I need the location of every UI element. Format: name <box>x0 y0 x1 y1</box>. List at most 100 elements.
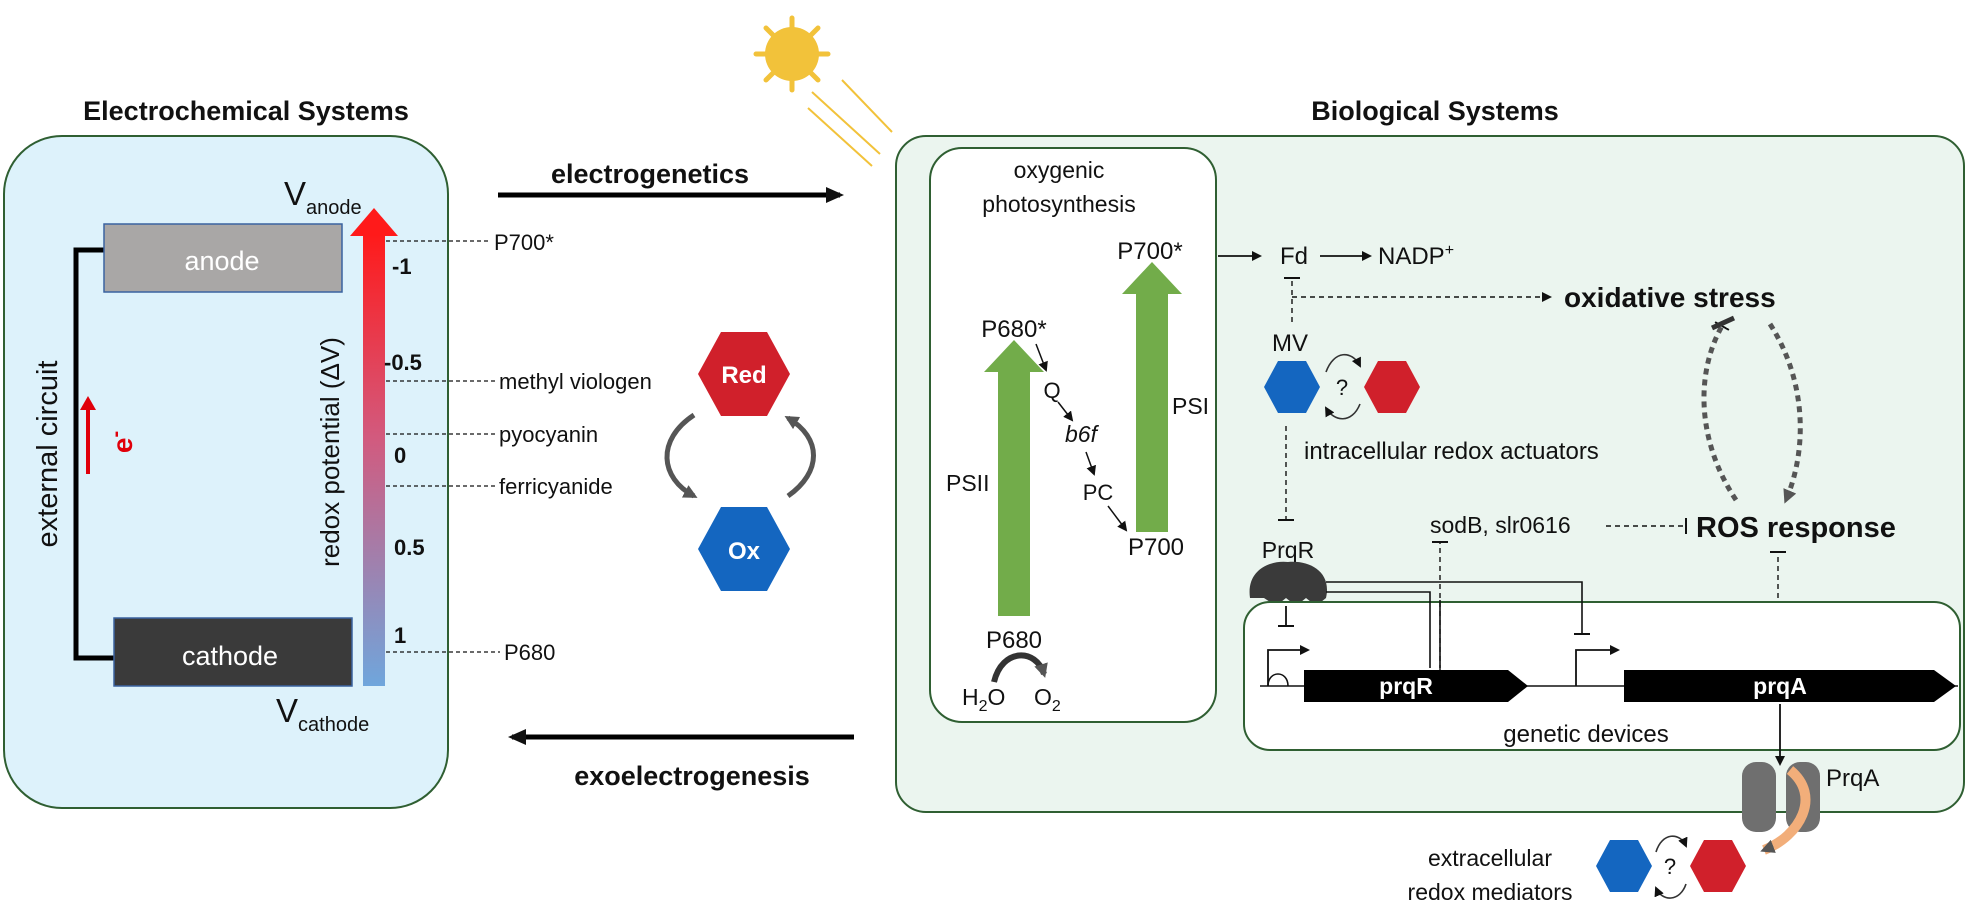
mv-label: MV <box>1272 330 1308 357</box>
external-circuit-wire <box>73 247 114 661</box>
genetic-devices-label: genetic devices <box>1503 721 1668 748</box>
chain-arrow-4 <box>1107 505 1128 532</box>
gene-prqr <box>1304 670 1528 702</box>
ros-inhibit-stress <box>1701 321 1739 502</box>
water-o: O <box>988 684 1006 710</box>
prqa-transporter-icon <box>1742 762 1820 855</box>
electron-e: e <box>107 438 138 454</box>
tick-0: 0 <box>394 443 406 468</box>
exoelectrogenesis-label: exoelectrogenesis <box>574 761 810 791</box>
mv-cycle-top <box>1325 353 1361 373</box>
oxidative-stress-label: oxidative stress <box>1564 282 1776 313</box>
extracellular-label-1: extracellular <box>1428 845 1552 871</box>
level-p680: P680 <box>504 640 555 665</box>
ext-cycle-top <box>1655 835 1688 853</box>
title-electrochemical: Electrochemical Systems <box>83 96 409 126</box>
level-methyl-viologen: methyl viologen <box>499 369 652 394</box>
extracellular-red-hexagon <box>1690 840 1746 892</box>
prqa-protein-label: PrqA <box>1826 765 1879 792</box>
p680-label: P680 <box>986 627 1042 654</box>
psii-label: PSII <box>946 470 989 496</box>
electron-charge: - <box>105 431 127 438</box>
v-cathode-label: Vcathode <box>276 692 369 736</box>
prqr-protein-icon <box>1249 561 1328 606</box>
fd-label: Fd <box>1280 243 1308 270</box>
mv-cycle-bottom <box>1325 403 1361 420</box>
water-h-sub: 2 <box>979 698 988 715</box>
redox-bar-arrowhead <box>350 208 398 236</box>
v-cathode-v: V <box>276 692 298 729</box>
v-anode-v: V <box>284 175 306 212</box>
oxygen-sub: 2 <box>1052 698 1061 715</box>
mv-blue-hexagon <box>1264 361 1320 413</box>
level-p700star: P700* <box>494 230 554 255</box>
mv-red-hexagon <box>1364 361 1420 413</box>
tick-neg05: -0.5 <box>384 350 422 375</box>
extracellular-blue-hexagon <box>1596 840 1652 892</box>
chain-arrow-3 <box>1085 451 1096 476</box>
gene-prqr-label: prqR <box>1379 673 1433 699</box>
genetic-devices-box <box>1243 601 1961 751</box>
p700-star-label: P700* <box>1117 238 1182 265</box>
cycle-arrow-left <box>664 412 698 499</box>
nadp-text: NADP <box>1378 243 1445 270</box>
p700-label: P700 <box>1128 534 1184 561</box>
tick-05: 0.5 <box>394 535 425 560</box>
gene-prqa-label: prqA <box>1753 673 1807 699</box>
electrogenetics-label: electrogenetics <box>551 159 749 189</box>
p680-star-label: P680* <box>981 316 1046 343</box>
redox-potential-bar <box>363 234 385 686</box>
tick-neg1: -1 <box>392 254 412 279</box>
gene-prqa <box>1624 670 1956 702</box>
pc-label: PC <box>1083 480 1114 505</box>
extracellular-label-2: redox mediators <box>1408 879 1573 905</box>
extracellular-question: ? <box>1664 854 1676 879</box>
electron-arrow-head <box>80 396 96 410</box>
sun-icon <box>753 15 893 167</box>
stress-to-ros <box>1767 322 1803 504</box>
photosynthesis-title-1: oxygenic <box>1014 157 1105 183</box>
photosynthesis-title-2: photosynthesis <box>982 191 1135 217</box>
chain-arrow-1 <box>1035 343 1048 372</box>
v-anode-label: Vanode <box>284 175 362 219</box>
electron-symbol: e- <box>105 431 138 453</box>
mv-question: ? <box>1336 375 1348 400</box>
nadp-charge: + <box>1445 242 1454 259</box>
cathode-label: cathode <box>182 641 278 671</box>
v-cathode-sub: cathode <box>298 714 369 736</box>
ox-hexagon-label: Ox <box>728 538 761 565</box>
v-anode-sub: anode <box>306 197 362 219</box>
ext-cycle-bottom <box>1654 883 1687 899</box>
title-biological: Biological Systems <box>1311 96 1559 126</box>
ros-response-label: ROS response <box>1696 512 1896 544</box>
anode-electrode <box>103 223 343 293</box>
prqr-repress-promoter2 <box>1326 581 1590 635</box>
nadp-label: NADP+ <box>1378 242 1454 270</box>
tick-1: 1 <box>394 623 406 648</box>
intracellular-label: intracellular redox actuators <box>1304 438 1599 465</box>
oxygen-label: O2 <box>1034 684 1061 715</box>
oxygen-o: O <box>1034 684 1052 710</box>
psi-arrow <box>1122 262 1182 532</box>
prqr-feedback-line-a <box>1326 591 1431 668</box>
anode-label: anode <box>184 246 259 276</box>
red-hexagon: Red <box>698 332 790 416</box>
chain-arrow-2 <box>1057 401 1074 422</box>
level-ferricyanide: ferricyanide <box>499 474 613 499</box>
prqr-label: PrqR <box>1262 537 1314 563</box>
terminator-1 <box>1267 673 1289 687</box>
water-h: H <box>962 684 979 710</box>
sodb-label: sodB, slr0616 <box>1430 512 1571 538</box>
external-circuit-label: external circuit <box>32 361 64 548</box>
cathode-electrode <box>113 617 353 687</box>
b6f-label: b6f <box>1065 421 1100 447</box>
q-label: Q <box>1043 378 1060 403</box>
psi-label: PSI <box>1172 393 1209 419</box>
psii-arrow <box>984 340 1044 616</box>
water-splitting-arrow <box>991 652 1048 683</box>
red-hexagon-label: Red <box>721 362 766 389</box>
redox-axis-label: redox potential (ΔV) <box>315 337 345 567</box>
ox-hexagon: Ox <box>698 507 790 591</box>
promoter-1 <box>1267 645 1310 686</box>
